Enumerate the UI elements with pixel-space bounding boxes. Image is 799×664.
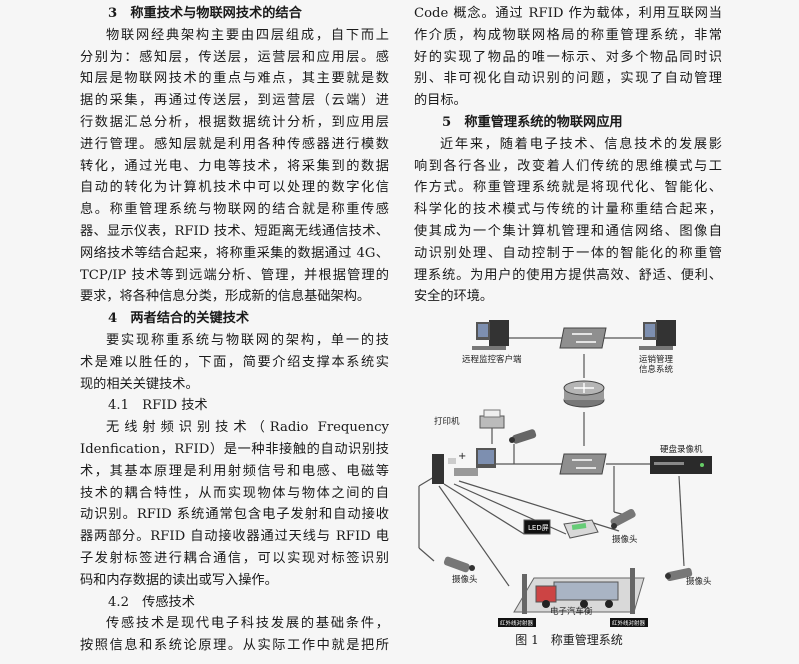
ir-sensor-right: 红外线对射器 xyxy=(610,618,648,627)
text-line: 知层是物联网技术的重点与难点，其主要就是数 xyxy=(80,71,389,87)
text-line: 技术的耦合特性，从而实现物体与物体之间的自 xyxy=(80,485,389,501)
text-line: 动识别。RFID 系统通常包含电子发射和自动接收 xyxy=(80,507,389,523)
figure-caption: 图 1 称重管理系统 xyxy=(515,633,623,647)
label-camera-right: 摄像头 xyxy=(612,534,638,545)
text-line: Code 概念。通过 RFID 作为载体，利用互联网当 xyxy=(414,6,722,21)
subsection-heading: 4.1 RFID 技术 xyxy=(108,398,208,414)
text-line: 术是难以胜任的，下面，简要介绍支撑本系统实 xyxy=(80,354,389,370)
label-dvr: 硬盘录像机 xyxy=(660,444,703,455)
text-line: 现的相关关键技术。 xyxy=(80,376,199,392)
text-line: 据的采集，再通过传送层，到运营层（云端）进 xyxy=(80,93,389,109)
text-line: 要实现称重系统与物联网的架构，单一的技 xyxy=(106,333,389,348)
text-line: 器、显示仪表，RFID 技术、短距离无线通信技术、 xyxy=(80,224,389,239)
label-ir-left: 红外线对射器 xyxy=(500,619,534,627)
printer-icon xyxy=(479,409,505,429)
label-remote-client: 远程监控客户端 xyxy=(462,354,522,365)
camera-icon-3 xyxy=(443,556,475,573)
label-camera-left: 摄像头 xyxy=(452,574,478,585)
weighing-station-computer xyxy=(432,448,496,484)
text-line: 按照信息和系统论原理。从实际工作中就是把所 xyxy=(80,638,389,654)
text-line: 作方式。称重管理系统就是将现代化、智能化、 xyxy=(414,180,722,196)
text-line: 物联网经典架构主要由四层组成，自下而上 xyxy=(106,27,389,43)
text-line: 使其成为一个集计算机管理和通信网络、图像自 xyxy=(414,224,722,239)
text-line: 的目标。 xyxy=(414,93,467,109)
network-links xyxy=(418,337,685,587)
text-line: 码和内存数据的读出或写入操作。 xyxy=(80,572,278,588)
text-line: 分别为：感知层，传送层，运营层和应用层。感 xyxy=(80,49,389,65)
switch-bottom-icon xyxy=(559,453,607,475)
text-line: TCP/IP 技术等到远端分析、管理，并根据管理的 xyxy=(80,267,389,283)
text-line: 响到各行各业，改变着人们传统的思维模式与工 xyxy=(414,158,722,174)
text-line: 无线射频识别技术（Radio Frequency xyxy=(106,420,389,436)
text-line: 自动的转化为计算机技术中可以处理的数字化信 xyxy=(80,180,389,196)
text-line: 传感技术是现代电子科技发展的基础条件， xyxy=(106,616,389,632)
text-line: 科学化的技术模式与传统的计量称重结合起来， xyxy=(414,202,722,218)
label-camera-bottom-right: 摄像头 xyxy=(686,576,712,587)
figure-weighing-system: 远程监控客户端 运销管理 信息系统 打印机 xyxy=(414,316,724,656)
text-line: 术，其基本原理是利用射频信号和电感、电磁等 xyxy=(80,463,389,479)
text-line: 行数据汇总分析，根据数据统计分析，到应用层 xyxy=(80,115,389,130)
system-diagram: 远程监控客户端 运销管理 信息系统 打印机 xyxy=(418,320,712,627)
label-sales-mgmt-line1: 运销管理 xyxy=(639,354,674,365)
camera-icon-4 xyxy=(665,567,693,582)
truck-scale-scene xyxy=(513,568,645,614)
dvr-icon xyxy=(650,456,712,474)
weighing-indicator-icon xyxy=(563,519,599,539)
text-line: 作介质，构成物联网格局的称重管理系统，非常 xyxy=(414,27,722,43)
camera-icon-2 xyxy=(610,508,636,529)
label-ir-right: 红外线对射器 xyxy=(612,619,646,627)
label-led: LED屏 xyxy=(528,524,549,532)
router-icon xyxy=(563,380,605,408)
text-line: Idenfication，RFID）是一种非接触的自动识别技 xyxy=(80,442,389,457)
text-line: 安全的环境。 xyxy=(414,289,494,305)
text-line: 要求，将各种信息分类，形成新的信息基础架构。 xyxy=(80,289,371,305)
section-heading: 4 两者结合的关键技术 xyxy=(108,311,250,327)
text-line: 进行管理。感知层就是利用各种传感器进行模数 xyxy=(80,136,389,152)
camera-icon-1 xyxy=(509,429,537,444)
text-line: 理系统。为用户的使用方提供高效、舒适、便利、 xyxy=(414,267,722,283)
label-printer: 打印机 xyxy=(434,416,460,427)
text-line: 别、非可视化自动识别的问题，实现了自动管理 xyxy=(414,71,722,87)
label-sales-mgmt-line2: 信息系统 xyxy=(639,364,674,375)
text-line: 近年来，随着电子技术、信息技术的发展影 xyxy=(440,136,722,152)
text-line: 网络技术等结合起来，将称重采集的数据通过 4G、 xyxy=(80,245,389,261)
led-screen-icon: LED屏 xyxy=(523,519,551,535)
text-line: 动识别处理、自动控制于一体的智能化的称重管 xyxy=(414,245,722,261)
text-line: 子发射标签进行耦合通信，可以实现对标签识别 xyxy=(80,551,389,566)
text-line: 息。称重管理系统与物联网的结合就是称重传感 xyxy=(80,202,389,218)
text-line: 器两部分。RFID 自动接收器通过天线与 RFID 电 xyxy=(80,529,389,545)
sales-management-computer xyxy=(639,320,676,350)
svg-text:+: + xyxy=(458,451,466,462)
remote-client-computer xyxy=(472,320,509,350)
switch-top-icon xyxy=(559,327,607,349)
section-heading: 3 称重技术与物联网技术的结合 xyxy=(108,6,302,21)
text-line: 好的实现了物品的唯一标示、对多个物品同时识 xyxy=(414,49,722,65)
subsection-heading: 4.2 传感技术 xyxy=(108,594,195,610)
ir-sensor-left: 红外线对射器 xyxy=(498,618,536,627)
section-heading: 5 称重管理系统的物联网应用 xyxy=(442,115,623,130)
text-line: 转化，通过光电、力电等技术，将采集到的数据 xyxy=(80,158,389,174)
label-truck-scale: 电子汽车衡 xyxy=(550,606,593,617)
